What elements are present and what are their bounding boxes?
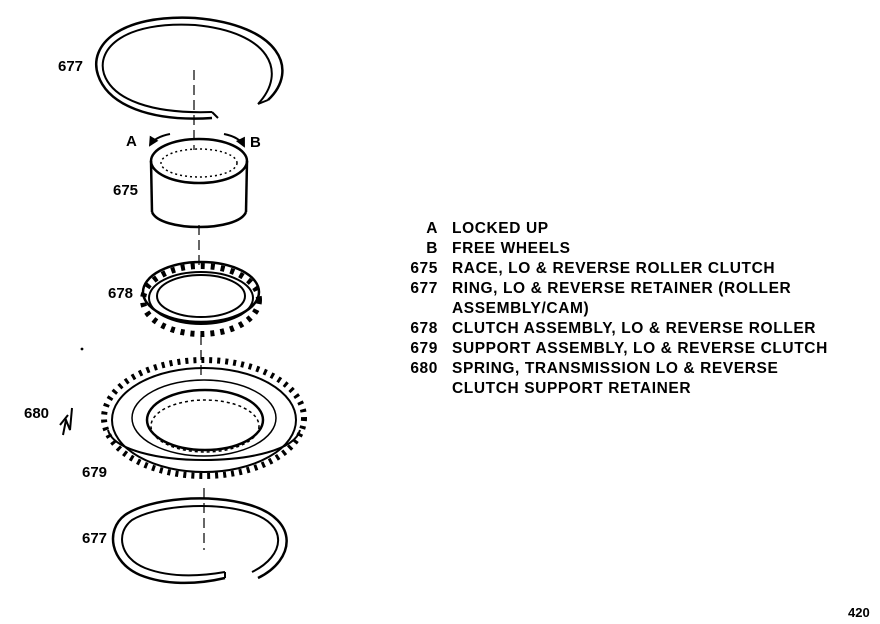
legend-key: 678: [410, 320, 438, 337]
retainer-ring-top: [95, 16, 284, 120]
legend-key: 680: [410, 360, 438, 377]
legend-row: B FREE WHEELS: [395, 239, 872, 259]
parts-legend: A LOCKED UP B FREE WHEELS 675 RACE, LO &…: [395, 219, 872, 399]
legend-desc: SUPPORT ASSEMBLY, LO & REVERSE CLUTCH: [452, 340, 828, 357]
legend-row: 678 CLUTCH ASSEMBLY, LO & REVERSE ROLLER: [395, 319, 872, 339]
legend-desc: RACE, LO & REVERSE ROLLER CLUTCH: [452, 260, 776, 277]
race-675: [149, 137, 249, 229]
legend-desc: SPRING, TRANSMISSION LO & REVERSE CLUTCH…: [452, 360, 779, 397]
center-axis: [193, 70, 205, 550]
legend-desc: FREE WHEELS: [452, 240, 571, 257]
clutch-assembly-678: [140, 260, 262, 337]
stray-dot: [80, 347, 84, 351]
support-assembly-679: [101, 357, 307, 479]
legend-key: 675: [410, 260, 438, 277]
legend-key: 679: [410, 340, 438, 357]
callout-clutch-assembly: 678: [108, 285, 134, 302]
legend-key: B: [426, 240, 438, 257]
legend-row: A LOCKED UP: [395, 219, 872, 239]
legend-key: A: [426, 220, 438, 237]
legend-key: 677: [410, 280, 438, 297]
callout-race: 675: [113, 182, 139, 199]
spring-680-icon: [59, 407, 73, 436]
callout-arrow-a: A: [126, 133, 137, 150]
legend-row: 675 RACE, LO & REVERSE ROLLER CLUTCH: [395, 259, 872, 279]
retainer-ring-bottom: [111, 497, 288, 585]
callout-spring: 680: [24, 405, 50, 422]
callout-support-assembly: 679: [82, 464, 108, 481]
rotation-arrows: [148, 133, 245, 148]
legend-desc: CLUTCH ASSEMBLY, LO & REVERSE ROLLER: [452, 320, 817, 337]
legend-desc: LOCKED UP: [452, 220, 549, 237]
legend-row: 679 SUPPORT ASSEMBLY, LO & REVERSE CLUTC…: [395, 339, 872, 359]
legend-row: 677 RING, LO & REVERSE RETAINER (ROLLER …: [395, 279, 872, 319]
callout-ring-top: 677: [58, 58, 84, 75]
callout-arrow-b: B: [250, 134, 261, 151]
legend-row: 680 SPRING, TRANSMISSION LO & REVERSE CL…: [395, 359, 872, 399]
legend-desc: RING, LO & REVERSE RETAINER (ROLLER ASSE…: [452, 280, 792, 317]
page-number: 420: [848, 605, 870, 620]
callout-ring-bottom: 677: [82, 530, 108, 547]
